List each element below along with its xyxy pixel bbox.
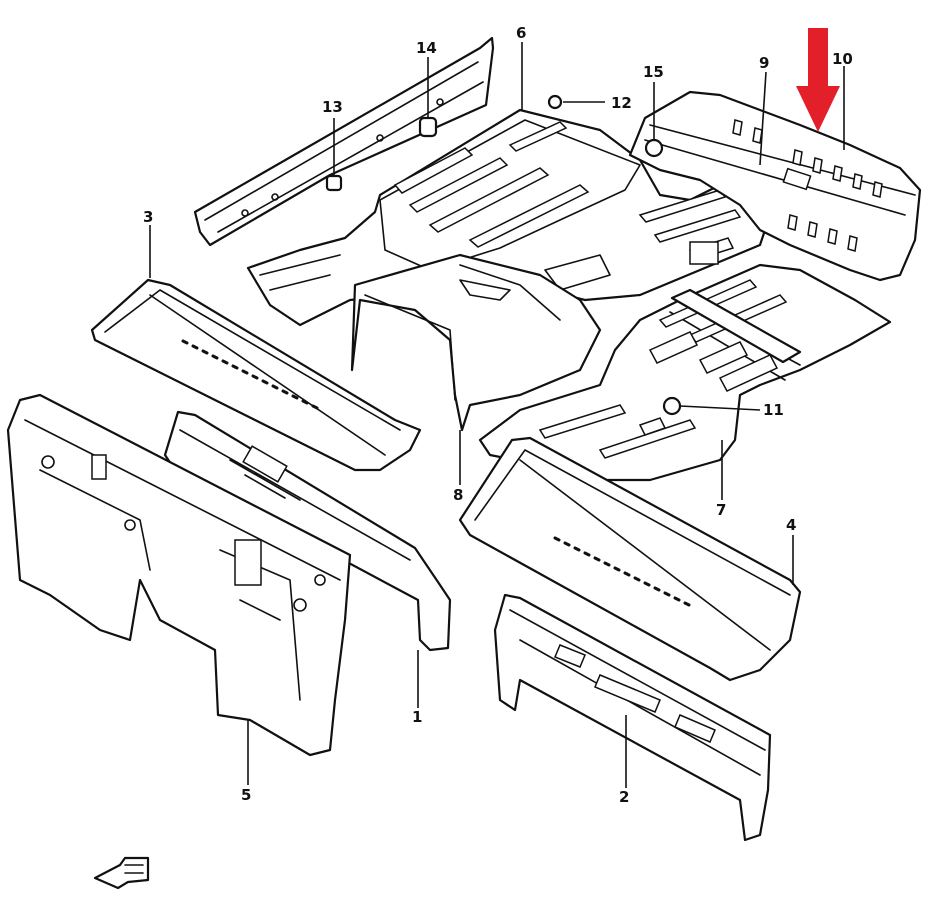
part-dash-upper-member — [163, 410, 452, 652]
callout-6: 6 — [516, 24, 526, 42]
part-floor-cross-member-4 — [458, 436, 802, 682]
part-dash-panel — [6, 393, 352, 757]
callout-4: 4 — [786, 516, 796, 534]
callout-10: 10 — [832, 50, 853, 68]
callout-12: 12 — [611, 94, 632, 112]
grommet-11 — [662, 396, 682, 416]
callout-13: 13 — [322, 98, 343, 116]
part-floor-cross-member-3 — [90, 278, 422, 472]
callout-11: 11 — [763, 401, 784, 419]
callout-9: 9 — [759, 54, 769, 72]
part-rear-cross-rail — [193, 36, 495, 247]
callout-3: 3 — [143, 208, 153, 226]
grommet-15 — [644, 138, 664, 158]
red-down-arrow-icon — [796, 28, 840, 132]
part-rear-end-panel — [628, 90, 922, 282]
callout-1: 1 — [412, 708, 422, 726]
callout-8: 8 — [453, 486, 463, 504]
leader-lines — [149, 42, 845, 788]
callout-labels: 1 2 3 4 5 6 7 8 9 10 11 12 13 14 15 — [143, 24, 853, 806]
callout-5: 5 — [241, 786, 251, 804]
part-center-tunnel — [350, 253, 602, 432]
vent-slots-4 — [553, 536, 691, 607]
callout-15: 15 — [643, 63, 664, 81]
grommet-12 — [547, 94, 563, 110]
callout-2: 2 — [619, 788, 629, 806]
part-front-lower-member — [493, 593, 772, 842]
bracket-13 — [325, 174, 343, 192]
front-arrow-icon — [93, 856, 150, 890]
callout-14: 14 — [416, 39, 437, 57]
vent-slots-3 — [181, 339, 319, 410]
bracket-14 — [418, 116, 438, 138]
callout-7: 7 — [716, 501, 726, 519]
part-center-floor — [478, 263, 892, 482]
